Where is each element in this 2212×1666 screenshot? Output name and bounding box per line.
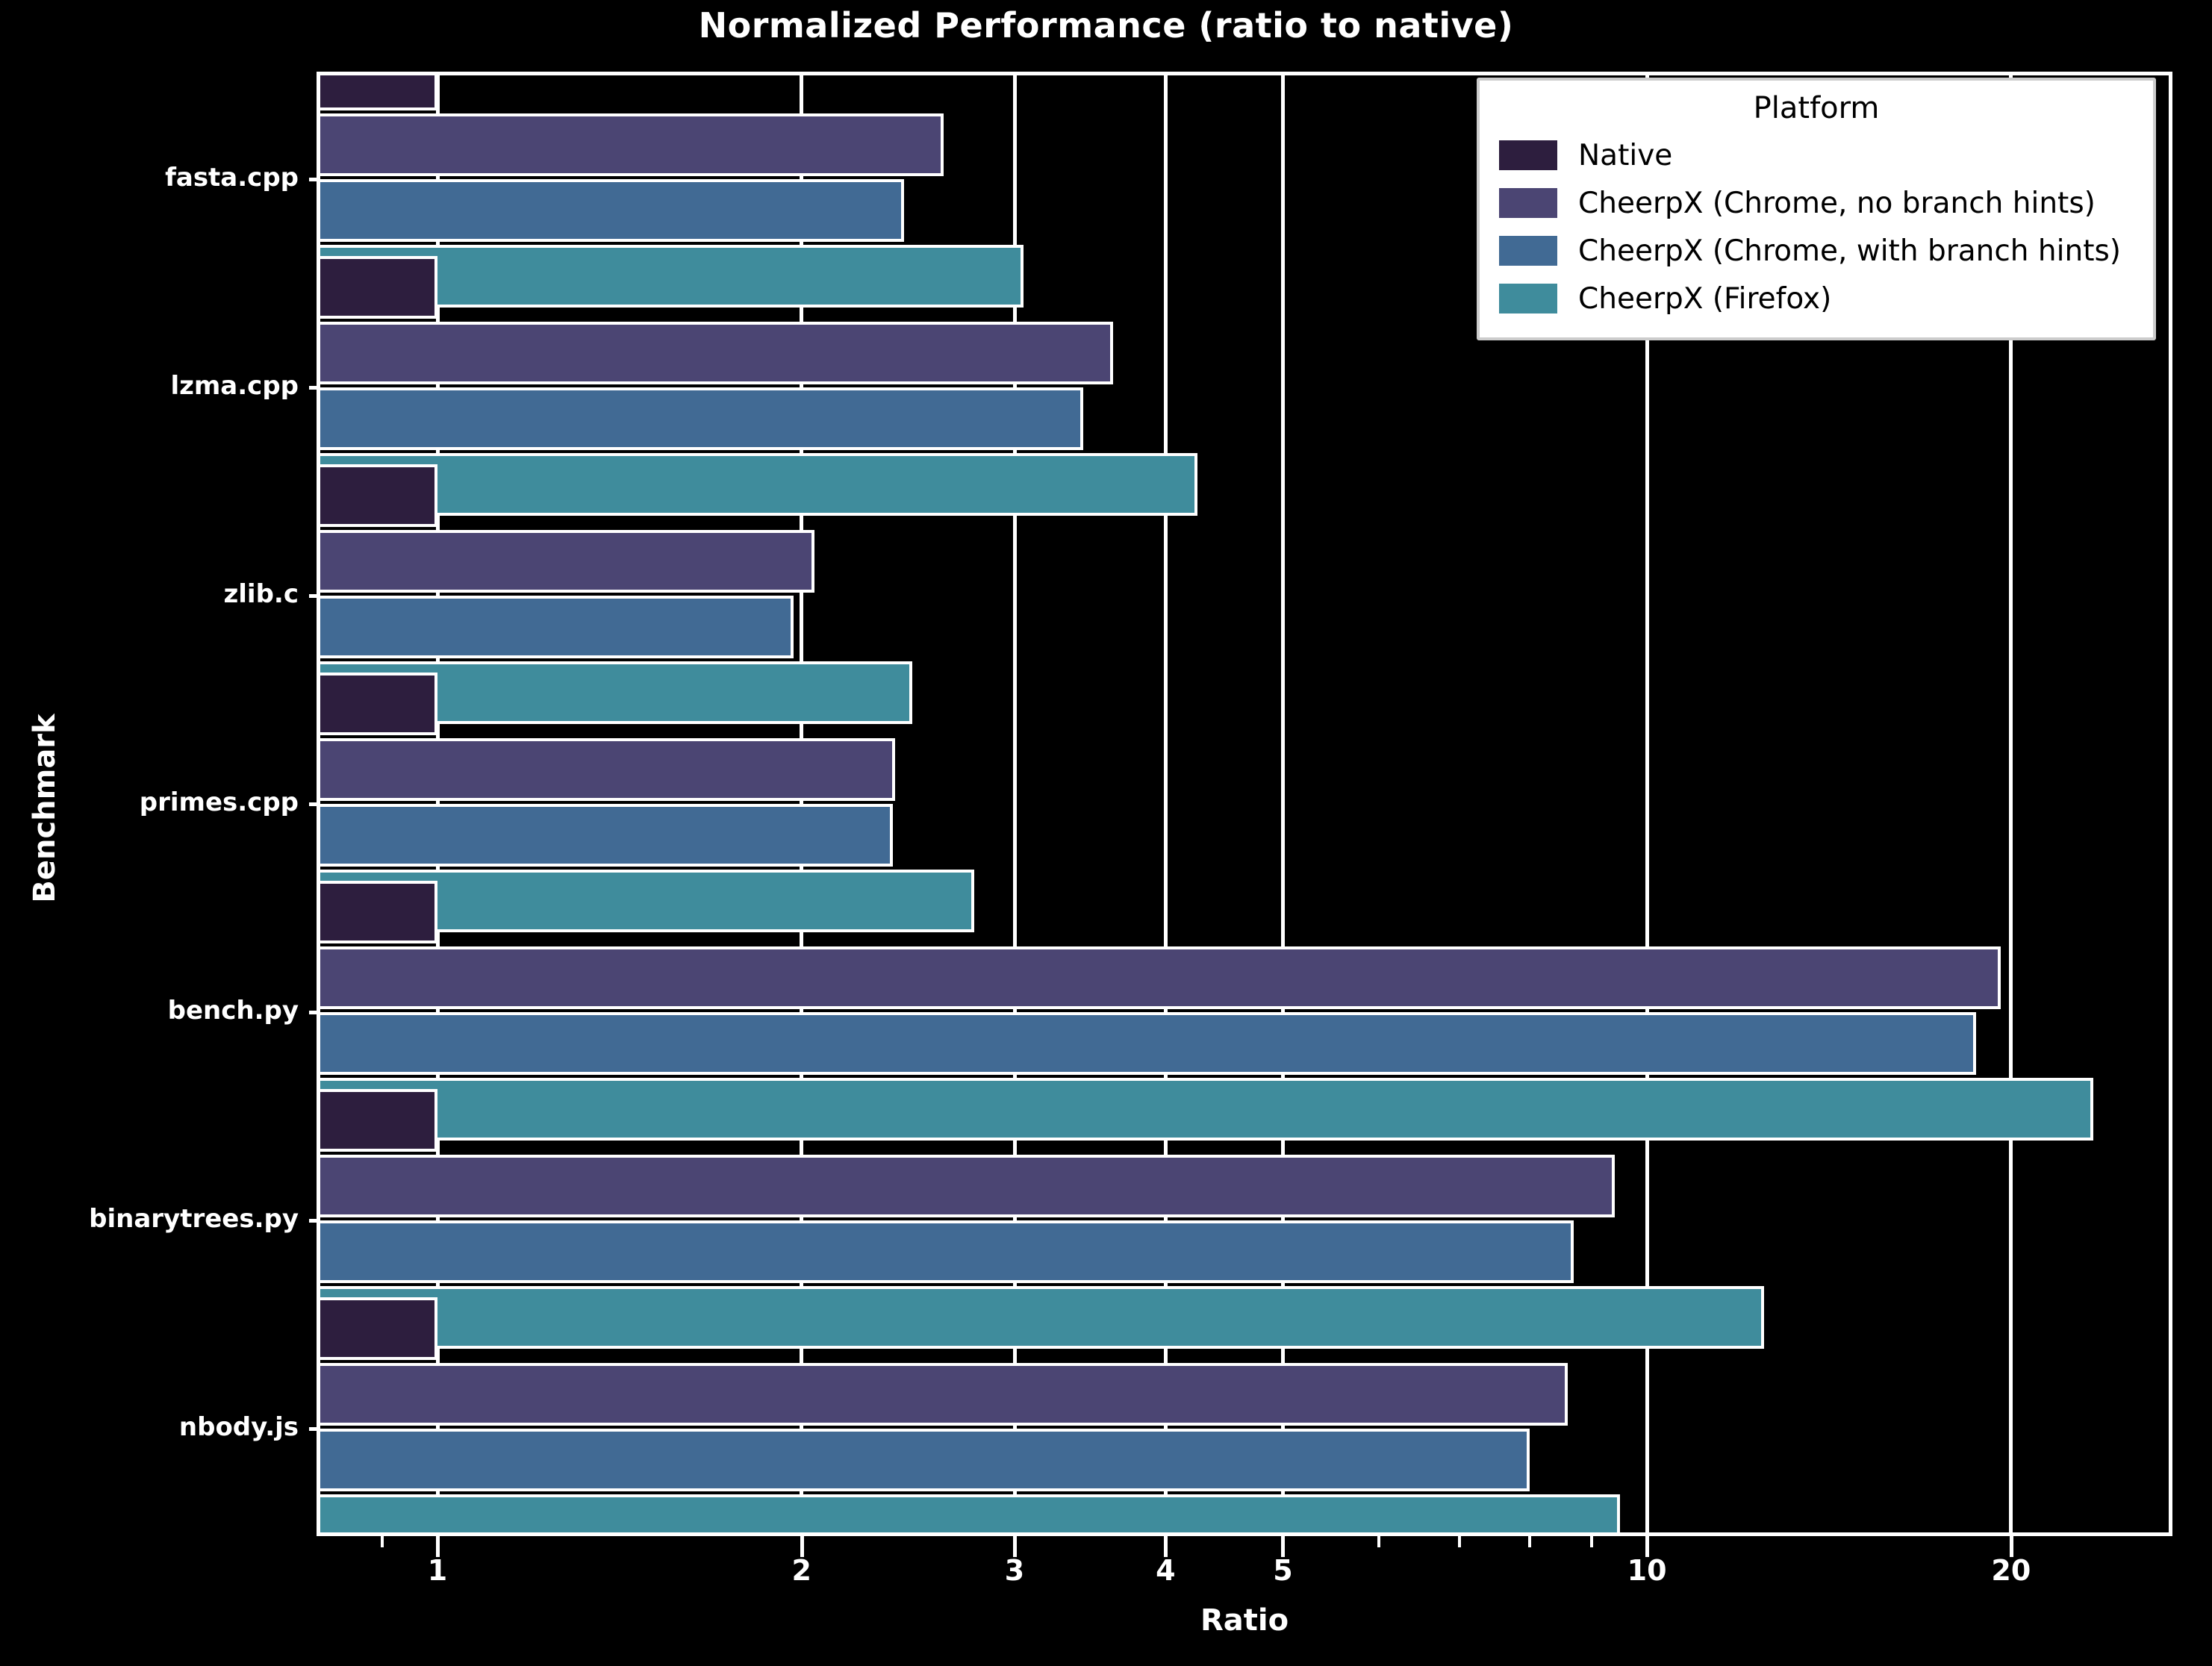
y-tick-mark	[309, 1426, 320, 1431]
grid-line-4	[1163, 75, 1168, 1532]
bar[interactable]	[320, 464, 437, 528]
x-tick-label-5: 5	[1273, 1554, 1293, 1587]
bar[interactable]	[320, 946, 2001, 1009]
x-tick-label-20: 20	[1991, 1554, 2031, 1587]
x-tick-minor	[1528, 1536, 1532, 1547]
y-tick-label-zlib-c: zlib.c	[223, 579, 299, 610]
y-tick-label-nbody-js: nbody.js	[178, 1411, 299, 1442]
y-tick-mark	[309, 386, 320, 390]
x-axis-label: Ratio	[1200, 1603, 1289, 1638]
bar[interactable]	[320, 453, 1198, 517]
bar[interactable]	[320, 387, 1084, 451]
legend-entry[interactable]: CheerpX (Chrome, no branch hints)	[1499, 179, 2134, 227]
bar[interactable]	[320, 1154, 1615, 1217]
bar[interactable]	[320, 880, 437, 943]
x-tick-label-2: 2	[791, 1554, 811, 1587]
legend-swatch-icon	[1499, 188, 1557, 218]
x-tick-mark-5	[1281, 1536, 1286, 1557]
grid-line-5	[1280, 75, 1285, 1532]
x-tick-minor	[1590, 1536, 1593, 1547]
legend-label: CheerpX (Chrome, with branch hints)	[1578, 234, 2122, 268]
y-tick-label-fasta-cpp: fasta.cpp	[165, 163, 299, 193]
bar[interactable]	[320, 673, 437, 735]
x-tick-mark-20	[2009, 1536, 2013, 1557]
x-tick-label-3: 3	[1004, 1554, 1025, 1587]
legend-swatch-icon	[1499, 236, 1557, 266]
grid-line-10	[1645, 75, 1649, 1532]
y-tick-label-lzma-cpp: lzma.cpp	[170, 371, 299, 402]
bar[interactable]	[320, 1285, 1765, 1349]
bar[interactable]	[320, 1362, 1568, 1426]
bar[interactable]	[320, 596, 794, 659]
bar[interactable]	[320, 1494, 1621, 1532]
bar[interactable]	[320, 1428, 1530, 1491]
chart-title: Normalized Performance (ratio to native)	[698, 5, 1514, 46]
bar[interactable]	[320, 804, 894, 867]
x-tick-label-4: 4	[1156, 1554, 1176, 1587]
bar-group	[320, 256, 2169, 519]
x-tick-minor	[1458, 1536, 1462, 1547]
bar-group	[320, 75, 2169, 311]
grid-line-3	[1012, 75, 1017, 1532]
x-tick-mark-2	[800, 1536, 804, 1557]
y-tick-mark	[309, 178, 320, 182]
bar-group	[320, 1297, 2169, 1532]
legend-label: Native	[1578, 138, 1673, 172]
bar[interactable]	[320, 322, 1114, 385]
bar-group	[320, 1088, 2169, 1352]
y-tick-mark	[309, 802, 320, 806]
bar-group	[320, 880, 2169, 1144]
bar[interactable]	[320, 179, 904, 243]
bar[interactable]	[320, 1220, 1574, 1283]
legend-label: CheerpX (Chrome, no branch hints)	[1578, 186, 2096, 220]
plot-area	[320, 75, 2169, 1532]
x-tick-minor	[1377, 1536, 1380, 1547]
bar[interactable]	[320, 256, 437, 319]
legend-entry[interactable]: CheerpX (Chrome, with branch hints)	[1499, 227, 2134, 275]
y-tick-mark	[309, 1010, 320, 1014]
x-tick-label-1: 1	[427, 1554, 448, 1587]
legend-entry[interactable]: CheerpX (Firefox)	[1499, 275, 2134, 322]
legend-swatch-icon	[1499, 284, 1557, 313]
legend-entry[interactable]: Native	[1499, 131, 2134, 179]
grid-line-20	[2009, 75, 2013, 1532]
bar[interactable]	[320, 113, 944, 177]
legend-label: CheerpX (Firefox)	[1578, 281, 1832, 316]
y-tick-mark	[309, 1218, 320, 1223]
y-tick-label-binarytrees-py: binarytrees.py	[89, 1203, 299, 1234]
y-tick-label-bench-py: bench.py	[167, 995, 299, 1026]
x-tick-minor	[380, 1536, 384, 1547]
legend-title: Platform	[1753, 91, 1880, 125]
bar[interactable]	[320, 75, 437, 111]
bar[interactable]	[320, 1011, 1976, 1075]
x-tick-label-10: 10	[1627, 1554, 1667, 1587]
x-tick-mark-3	[1013, 1536, 1017, 1557]
bar[interactable]	[320, 530, 815, 593]
bar-group	[320, 673, 2169, 935]
y-tick-label-primes-cpp: primes.cpp	[139, 787, 299, 817]
legend-swatch-icon	[1499, 140, 1557, 170]
x-tick-mark-4	[1164, 1536, 1168, 1557]
bar[interactable]	[320, 1077, 2094, 1141]
x-tick-mark-10	[1645, 1536, 1650, 1557]
bar[interactable]	[320, 1297, 437, 1360]
bar[interactable]	[320, 1088, 437, 1152]
bar[interactable]	[320, 738, 896, 801]
x-tick-mark-1	[436, 1536, 440, 1557]
y-tick-mark	[309, 594, 320, 599]
